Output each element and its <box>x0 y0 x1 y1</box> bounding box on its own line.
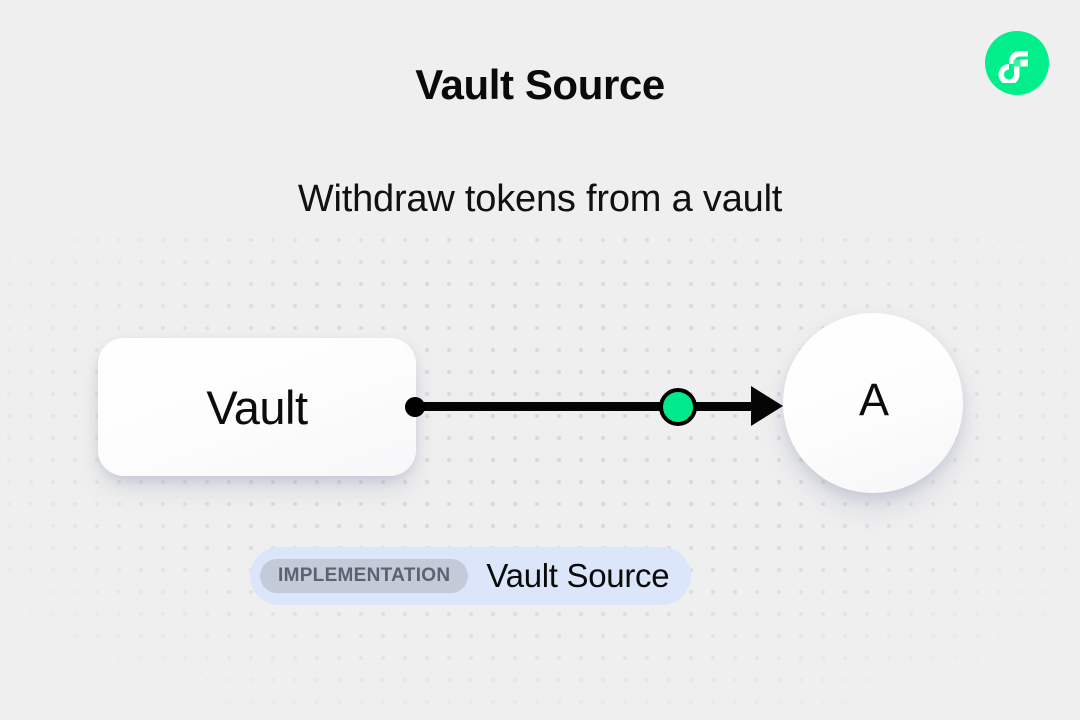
flow-logo-glyph <box>998 51 1028 83</box>
node-vault[interactable]: Vault <box>98 338 416 476</box>
implementation-badge[interactable]: IMPLEMENTATION Vault Source <box>250 547 692 605</box>
implementation-name-label: Vault Source <box>486 556 670 594</box>
page-subtitle: Withdraw tokens from a vault <box>297 178 783 220</box>
edge-arrowhead-icon <box>751 386 783 426</box>
node-a-label: A <box>858 373 889 425</box>
edge-marker-dot-icon[interactable] <box>659 388 697 426</box>
node-a[interactable]: A <box>783 313 963 493</box>
edge-line <box>415 402 775 411</box>
implementation-tag-label: IMPLEMENTATION <box>260 559 469 593</box>
node-vault-label: Vault <box>206 380 308 434</box>
flow-logo-icon <box>985 31 1049 95</box>
page-title: Vault Source <box>415 61 665 108</box>
